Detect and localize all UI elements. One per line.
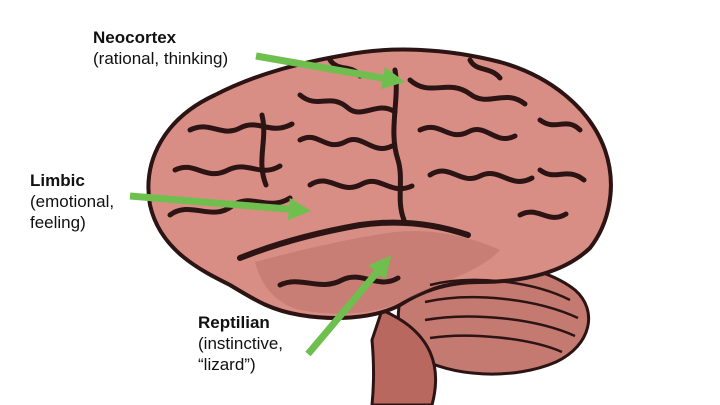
label-limbic: Limbic (emotional, feeling) [30, 170, 114, 233]
label-reptilian-desc-1: (instinctive, [198, 334, 284, 353]
cerebellum-folia [424, 278, 579, 354]
label-neocortex: Neocortex (rational, thinking) [93, 27, 228, 69]
label-neocortex-title: Neocortex [93, 28, 177, 47]
pointer-arrows [129, 52, 406, 357]
arrow-reptilian [305, 255, 392, 357]
label-limbic-title: Limbic [30, 171, 85, 190]
label-limbic-desc-2: feeling) [30, 213, 86, 232]
label-reptilian: Reptilian (instinctive, “lizard”) [198, 312, 283, 375]
label-reptilian-title: Reptilian [198, 313, 270, 332]
label-reptilian-desc-2: “lizard”) [198, 355, 256, 374]
brainstem [370, 307, 437, 405]
arrow-limbic [129, 192, 312, 221]
label-neocortex-desc: (rational, thinking) [93, 49, 229, 68]
label-limbic-desc-1: (emotional, [30, 192, 115, 211]
arrow-neocortex [255, 52, 406, 90]
lateral-sulcus [237, 219, 471, 261]
